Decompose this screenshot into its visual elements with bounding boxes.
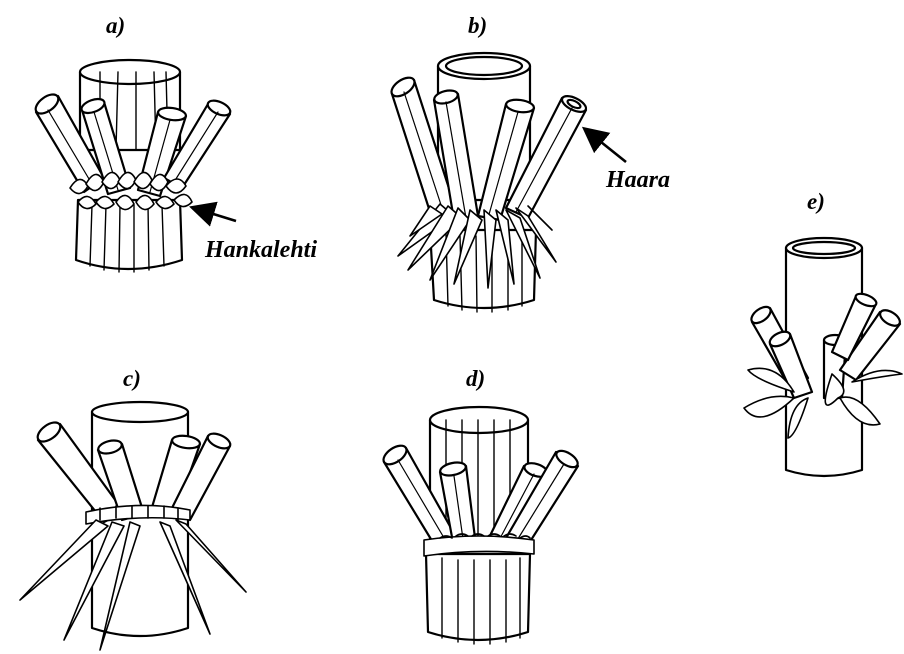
panel-label-b: b) bbox=[468, 14, 487, 37]
leaf-callout-arrow bbox=[194, 208, 236, 221]
branch-callout-arrow bbox=[586, 130, 626, 162]
panel-label-a: a) bbox=[106, 14, 125, 37]
panel-label-c: c) bbox=[123, 367, 141, 390]
sheath-ring-d bbox=[424, 534, 534, 556]
leaf-callout-label: Hankalehti bbox=[205, 238, 317, 262]
panel-label-d: d) bbox=[466, 367, 485, 390]
panel-label-e: e) bbox=[807, 190, 825, 213]
branch-callout-label: Haara bbox=[606, 168, 670, 192]
